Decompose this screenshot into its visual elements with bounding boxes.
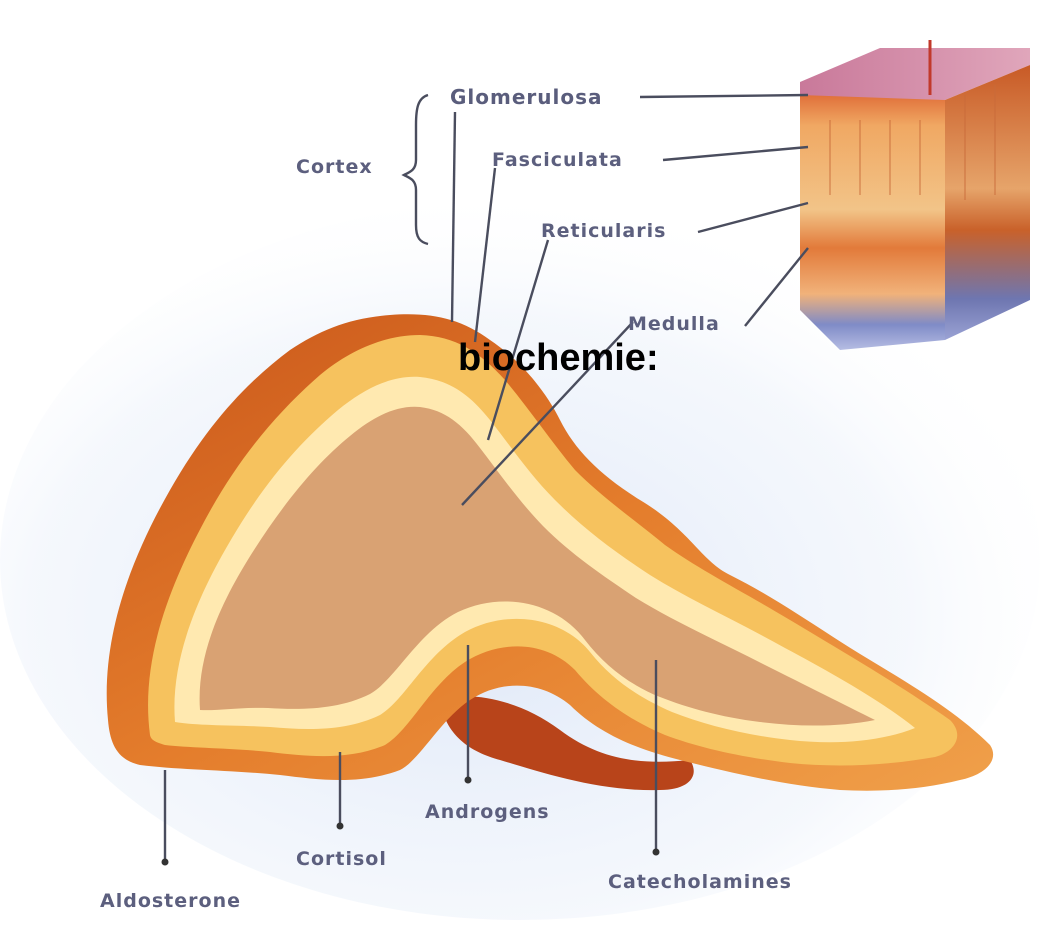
aldosterone-dot xyxy=(162,859,169,866)
androgens-label: Androgens xyxy=(425,801,550,823)
cortex-label: Cortex xyxy=(296,156,373,178)
androgens-dot xyxy=(465,777,472,784)
cortisol-dot xyxy=(337,823,344,830)
overlay-caption: biochemie: xyxy=(458,337,659,379)
glomerulosa-label: Glomerulosa xyxy=(450,85,603,109)
fasciculata-to-block xyxy=(663,147,808,160)
catecholamines-label: Catecholamines xyxy=(608,871,792,893)
cortisol-label: Cortisol xyxy=(296,848,387,870)
catecholamines-dot xyxy=(653,849,660,856)
tissue-block-front xyxy=(800,95,945,350)
aldosterone-label: Aldosterone xyxy=(100,890,241,912)
tissue-block-side xyxy=(945,65,1030,340)
glomerulosa-to-block xyxy=(640,95,808,97)
cortex-tissue-block xyxy=(800,40,1030,350)
reticularis-to-block xyxy=(698,203,808,232)
medulla-label: Medulla xyxy=(628,313,720,335)
reticularis-label: Reticularis xyxy=(541,220,666,242)
fasciculata-label: Fasciculata xyxy=(492,149,623,171)
